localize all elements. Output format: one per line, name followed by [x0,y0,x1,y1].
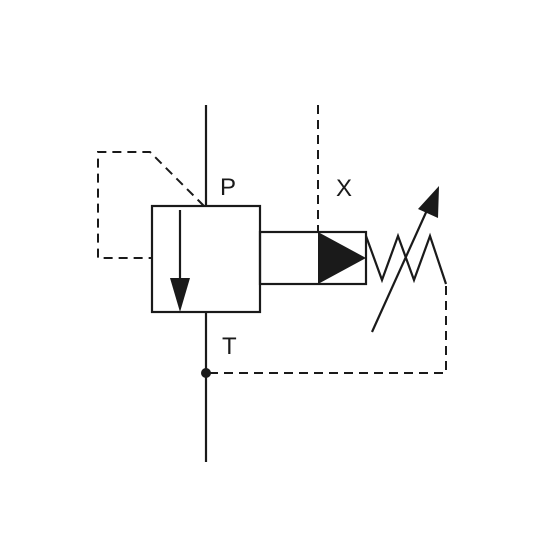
port-label-t: T [222,333,237,360]
port-label-p: P [220,174,236,201]
valve-envelope [150,204,262,314]
drain-line [206,286,447,374]
internal-pilot-line [97,151,205,259]
port-label-x: X [336,175,352,202]
adjust-arrow-shaft [370,207,430,333]
spring-icon [364,232,448,285]
adjust-arrow-head-icon [418,186,439,218]
pilot-triangle-icon [318,232,366,284]
flow-arrow-head-icon [170,278,190,312]
junction-dot [201,368,211,378]
